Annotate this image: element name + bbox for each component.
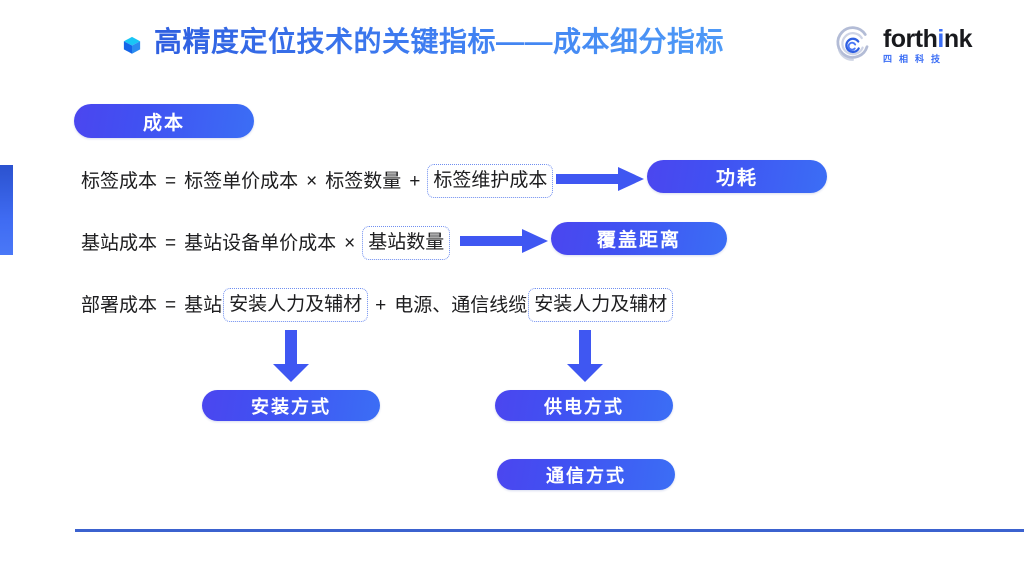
pill-installation-method[interactable]: 安装方式 — [202, 390, 380, 421]
pill-cost[interactable]: 成本 — [74, 104, 254, 138]
formula2-equals: = — [165, 232, 177, 254]
formula3-equals: = — [165, 294, 177, 316]
formula3-lhs: 部署成本 — [81, 294, 158, 316]
pill-communication-method[interactable]: 通信方式 — [497, 459, 675, 490]
pill-coverage-distance[interactable]: 覆盖距离 — [551, 222, 727, 255]
formula3-boxed-term-1: 安装人力及辅材 — [223, 288, 369, 322]
pill-power-supply-method[interactable]: 供电方式 — [495, 390, 673, 421]
pill-power-consumption[interactable]: 功耗 — [647, 160, 827, 193]
formula1-equals: = — [165, 170, 177, 192]
brand-logo: forthink 四相科技 — [832, 24, 973, 66]
formula1-lhs: 标签成本 — [81, 170, 158, 192]
cube-icon — [123, 36, 141, 54]
slide-header: 高精度定位技术的关键指标——成本细分指标 — [122, 25, 724, 59]
page-title: 高精度定位技术的关键指标——成本细分指标 — [154, 26, 725, 57]
bottom-divider — [75, 529, 1024, 532]
formula-row-tag-cost: 标签成本 = 标签单价成本 × 标签数量 + 标签维护成本 — [80, 164, 554, 198]
formula-row-deployment-cost: 部署成本 = 基站 安装人力及辅材 + 电源、通信线缆 安装人力及辅材 — [80, 288, 674, 322]
formula3-boxed-term-2: 安装人力及辅材 — [528, 288, 674, 322]
formula3-term1: 基站 — [184, 294, 223, 316]
formula1-boxed-term: 标签维护成本 — [427, 164, 554, 198]
arrow-right-icon — [556, 167, 644, 191]
formula3-op1: + — [375, 294, 387, 316]
formula2-term1: 基站设备单价成本 — [184, 232, 337, 254]
formula2-lhs: 基站成本 — [81, 232, 158, 254]
logo-text: forthink 四相科技 — [882, 24, 973, 64]
formula3-term2: 电源、通信线缆 — [394, 294, 528, 316]
logo-word-part-1: forth — [882, 24, 938, 53]
formula2-op1: × — [344, 232, 356, 254]
formula2-boxed-term: 基站数量 — [362, 226, 451, 260]
formula1-op2: + — [409, 170, 421, 192]
formula1-op1: × — [306, 170, 318, 192]
logo-wordmark: forthink — [882, 24, 973, 53]
formula-row-base-station-cost: 基站成本 = 基站设备单价成本 × 基站数量 — [80, 226, 451, 260]
left-accent-bar — [0, 165, 13, 255]
logo-subtitle: 四相科技 — [882, 53, 947, 64]
arrow-right-icon — [460, 229, 548, 253]
spiral-swirl-icon — [836, 26, 869, 61]
formula1-term2: 标签数量 — [325, 170, 402, 192]
arrow-down-icon — [273, 330, 309, 382]
logo-word-part-2: nk — [943, 24, 973, 53]
formula1-term1: 标签单价成本 — [184, 170, 299, 192]
logo-word-highlight: i — [937, 24, 944, 53]
arrow-down-icon — [567, 330, 603, 382]
